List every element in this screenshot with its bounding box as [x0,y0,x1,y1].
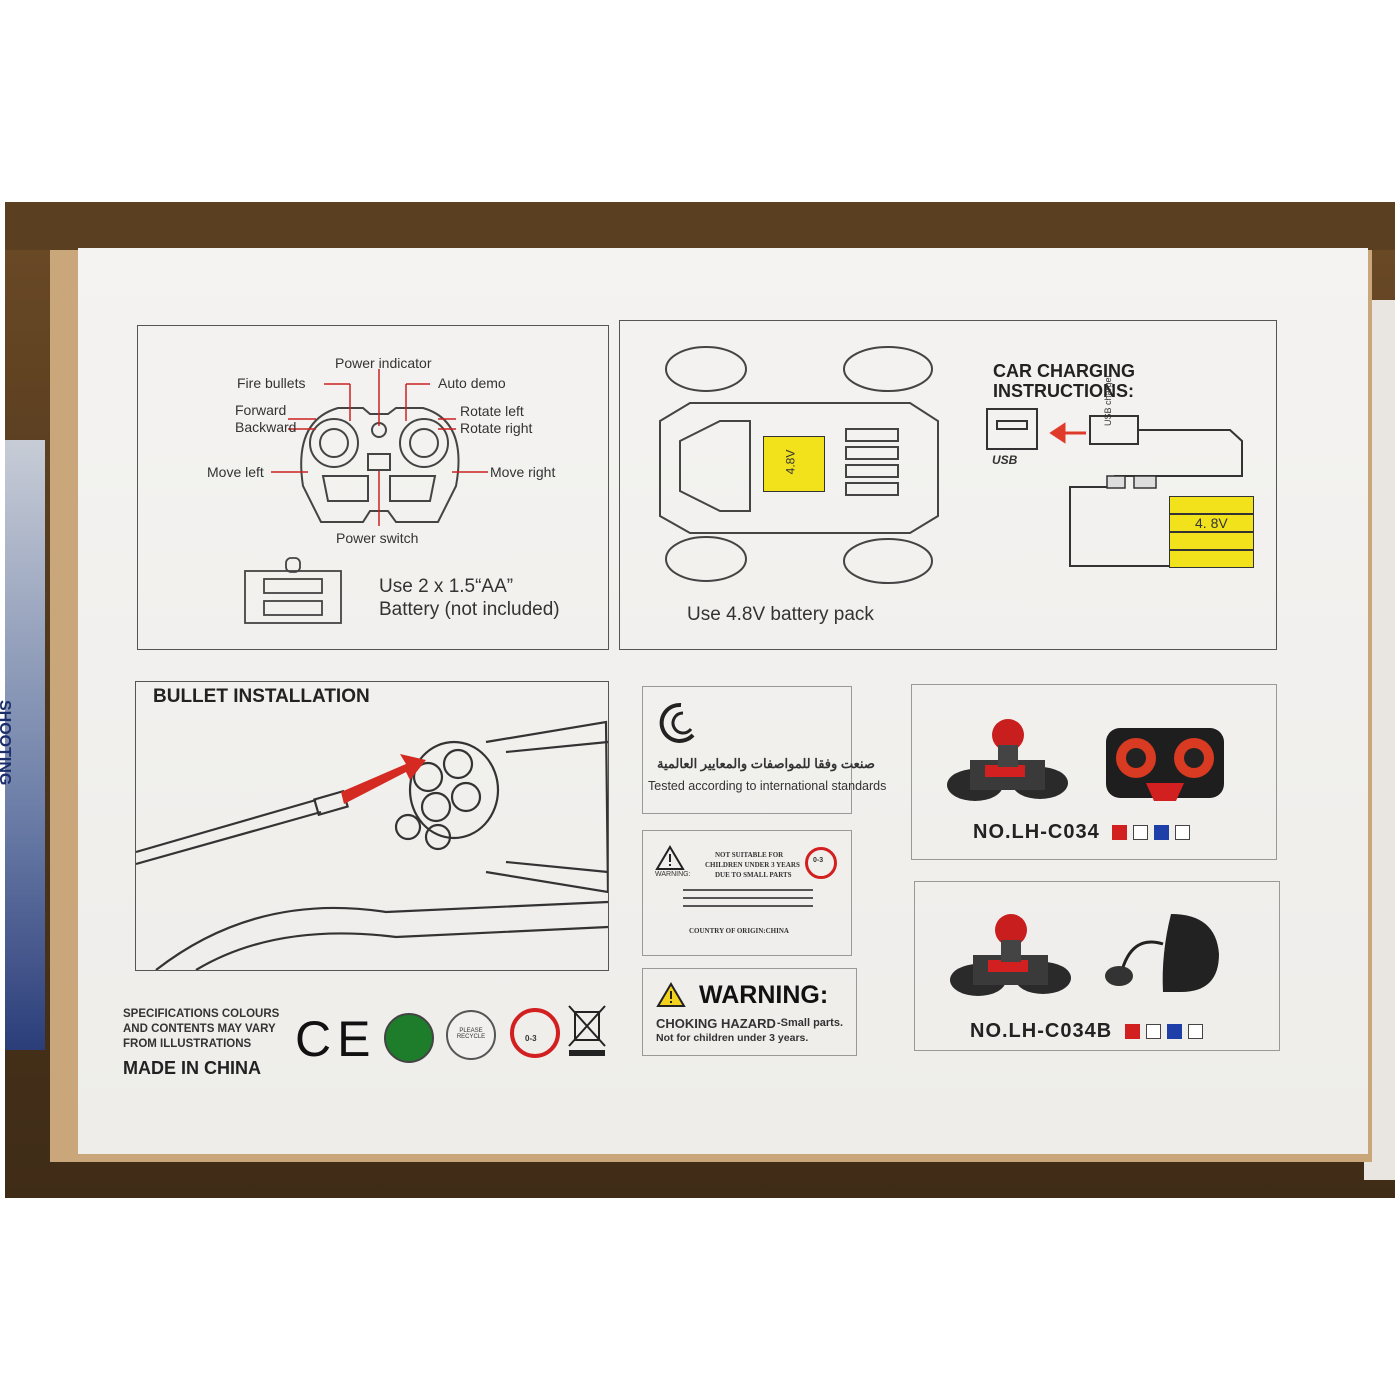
label-power-switch: Power switch [336,530,419,546]
label-fire-bullets: Fire bullets [237,375,306,391]
color-swatch-blue [1166,1024,1182,1040]
age-warning-line2: CHILDREN UNDER 3 YEARS [705,861,800,869]
green-dot-icon [384,1013,434,1063]
color-swatch-white-checked [1187,1024,1203,1040]
package-back-panel: Power indicator Fire bullets Auto demo F… [78,248,1368,1154]
age-warning-line1: NOT SUITABLE FOR [715,851,784,859]
car-top-illustration [659,346,939,584]
spec-line1: SPECIFICATIONS COLOURS [123,1008,280,1020]
label-power-indicator: Power indicator [335,355,432,371]
color-swatch-white [1145,1024,1161,1040]
choking-warning-box: WARNING: CHOKING HAZARD -Small parts. No… [642,968,857,1056]
choking-warning-title: WARNING: [699,981,829,1009]
model-c034-name: NO.LH-C034 [973,821,1100,843]
model-c034-remote-image [1106,728,1224,801]
label-backward: Backward [235,419,297,435]
battery-instruction-line2: Battery (not included) [379,599,560,620]
color-swatch-white-checked [1175,825,1191,841]
spec-line3: FROM ILLUSTRATIONS [123,1038,252,1050]
choking-hazard-bold: CHOKING HAZARD [656,1016,776,1031]
model-c034-car-image [947,719,1068,801]
footer-age-mark: 0-3 [525,1034,537,1043]
spec-line2: AND CONTENTS MAY VARY [123,1023,276,1035]
standards-logo-icon [659,702,695,743]
model-c034b-watch-remote-image [1105,914,1219,992]
no-under-3-mark: 0-3 [813,857,824,864]
choking-hazard-rest: -Small parts. [777,1017,844,1029]
standards-arabic: صنعت وفقا للمواصفات والمعايير العالمية [657,756,875,771]
model-c034b-car-image [950,914,1071,996]
age-warning-box: WARNING: NOT SUITABLE FOR CHILDREN UNDER… [642,830,852,956]
remote-diagram-box: Power indicator Fire bullets Auto demo F… [137,325,609,650]
charging-diagram [986,408,1243,567]
battery-holder-illustration [244,557,342,624]
arabic-text-lines [683,883,813,913]
adjacent-box-left: SHOOTING [0,440,45,1050]
ce-mark: CE [295,1011,377,1067]
battery-instruction-line1: Use 2 x 1.5“AA” [379,576,514,597]
label-auto-demo: Auto demo [438,375,506,391]
carton-top-edge [5,202,1395,250]
car-battery-caption: Use 4.8V battery pack [687,604,874,625]
country-of-origin: COUNTRY OF ORIGIN:CHINA [689,927,789,935]
car-battery-pack: 4.8V [763,436,825,492]
label-rotate-left: Rotate left [460,403,524,419]
color-swatch-red [1112,825,1128,841]
usb-charger-label: USB charger [1103,374,1113,426]
insert-arrow-icon [341,754,426,804]
charging-title-line2: INSTRUCTIONS: [993,381,1134,401]
side-box-text: SHOOTING [0,700,13,786]
standards-english: Tested according to international standa… [648,779,887,793]
label-rotate-right: Rotate right [460,420,533,436]
label-move-left: Move left [207,464,264,480]
label-move-right: Move right [490,464,556,480]
choking-age-line: Not for children under 3 years. [656,1032,809,1044]
warning-triangle-icon [655,845,685,870]
weee-bin-icon [568,1005,606,1056]
standards-box: صنعت وفقا للمواصفات والمعايير العالمية T… [642,686,886,814]
model-c034b-name: NO.LH-C034B [970,1020,1113,1042]
remote-control-illustration [244,369,488,624]
color-swatch-red [1124,1024,1140,1040]
color-swatch-white [1133,825,1149,841]
recycle-icon: PLEASE RECYCLE [446,1010,496,1060]
model-c034b-box: NO.LH-C034B [914,881,1280,1051]
age-warning-label: WARNING: [655,871,691,878]
car-charging-box: 4.8V Use 4.8V battery pack CAR CHARGING … [619,320,1277,650]
label-forward: Forward [235,402,287,418]
bullet-installation-box: BULLET INSTALLATION [135,681,609,971]
charging-title-line1: CAR CHARGING [993,361,1135,381]
age-warning-line3: DUE TO SMALL PARTS [715,871,792,879]
bullet-installation-title: BULLET INSTALLATION [153,686,370,707]
made-in-china: MADE IN CHINA [123,1058,261,1078]
model-c034-label-row: NO.LH-C034 [973,821,1191,844]
model-c034b-label-row: NO.LH-C034B [970,1020,1203,1043]
choking-warning-triangle-icon [656,982,686,1007]
recycle-label: PLEASE RECYCLE [456,1028,486,1040]
no-under-3-footer-icon: 0-3 [510,1008,560,1058]
model-c034-box: NO.LH-C034 [911,684,1277,860]
usb-mark: USB [992,453,1018,467]
color-swatch-blue [1154,825,1170,841]
bullet-illustration [136,720,608,970]
no-under-3-icon: 0-3 [805,847,837,879]
charging-battery-pack: 4. 8V [1169,496,1254,568]
charging-battery-voltage: 4. 8V [1195,515,1228,531]
